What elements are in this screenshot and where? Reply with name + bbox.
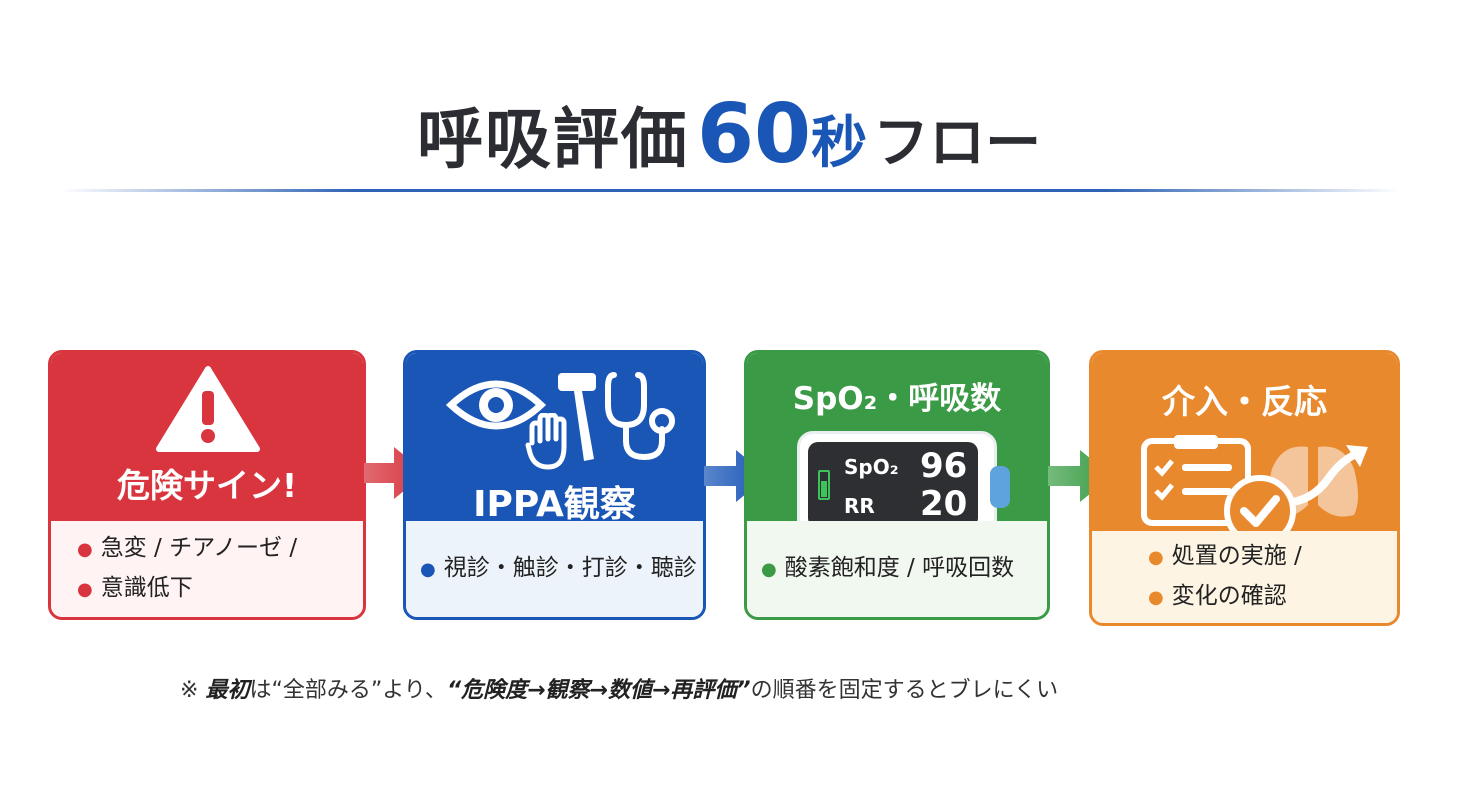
stethoscope-icon <box>605 372 675 461</box>
step-details: ●処置の実施 / ●変化の確認 <box>1092 531 1397 623</box>
step-intervention-response: 介入・反応 ●処置の実施 / ●変化の確認 <box>1089 350 1400 626</box>
warning-triangle-icon <box>156 366 260 452</box>
flow-arrow-icon <box>364 447 426 499</box>
title-main: 呼吸評価 <box>416 101 689 178</box>
step-ippa-observation: IPPA観察 ●視診・触診・打診・聴診 <box>403 350 706 620</box>
reflex-hammer-icon <box>558 373 596 461</box>
step-label: SpO₂・呼吸数 <box>792 381 1002 417</box>
bullet-item: ●急変 / チアノーゼ / <box>77 535 298 561</box>
bullet-item: ●処置の実施 / <box>1148 543 1302 569</box>
step-header: 危険サイン! <box>51 353 363 521</box>
spo2-label: SpO₂ <box>844 455 899 479</box>
bullet-item: ●視診・触診・打診・聴診 <box>420 555 697 581</box>
rr-label: RR <box>844 494 875 518</box>
footnote-lead: 最初 <box>205 678 250 703</box>
rr-value: 20 <box>920 484 968 524</box>
page-title: 呼吸評価60秒フロー <box>0 86 1458 182</box>
clipboard-checklist-icon <box>1141 435 1251 526</box>
title-unit: 秒 <box>811 111 868 176</box>
oximeter-screen: SpO₂ 96 RR 20 <box>808 442 978 528</box>
footnote: ※ 最初は“全部みる”より、“危険度→観察→数値→再評価”の順番を固定するとブレ… <box>180 678 1059 703</box>
battery-icon <box>818 470 830 500</box>
step-header: SpO₂・呼吸数 SpO₂ 96 RR 20 <box>747 353 1047 537</box>
title-divider <box>60 189 1400 192</box>
step-spo2-respiratory-rate: SpO₂・呼吸数 SpO₂ 96 RR 20 ●酸素飽和度 / 呼吸回数 <box>744 350 1050 620</box>
step-danger-signs: 危険サイン! ●急変 / チアノーゼ / ●意識低下 <box>48 350 366 620</box>
hand-icon <box>525 413 567 470</box>
step-header: IPPA観察 <box>406 353 703 525</box>
bullet-item: ●酸素飽和度 / 呼吸回数 <box>761 555 1015 581</box>
title-suffix: フロー <box>873 111 1042 176</box>
check-circle-icon <box>1224 475 1296 547</box>
step-header: 介入・反応 <box>1092 353 1397 547</box>
bullet-item: ●意識低下 <box>77 575 193 601</box>
step-label: 介入・反応 <box>1162 382 1327 421</box>
bullet-item: ●変化の確認 <box>1148 583 1287 609</box>
title-number: 60 <box>696 87 812 182</box>
step-details: ●酸素飽和度 / 呼吸回数 <box>747 521 1047 617</box>
trend-up-arrow-icon <box>1282 445 1368 507</box>
spo2-value: 96 <box>920 446 968 486</box>
step-details: ●視診・触診・打診・聴診 <box>406 521 703 617</box>
step-label: 危険サイン! <box>116 466 298 505</box>
footnote-flow: “危険度→観察→数値→再評価” <box>446 678 751 703</box>
step-details: ●急変 / チアノーゼ / ●意識低下 <box>51 521 363 617</box>
oximeter-sensor <box>990 466 1010 508</box>
step-label: IPPA観察 <box>473 484 636 525</box>
eye-icon <box>446 380 546 430</box>
pulse-oximeter-icon: SpO₂ 96 RR 20 <box>797 431 1010 537</box>
